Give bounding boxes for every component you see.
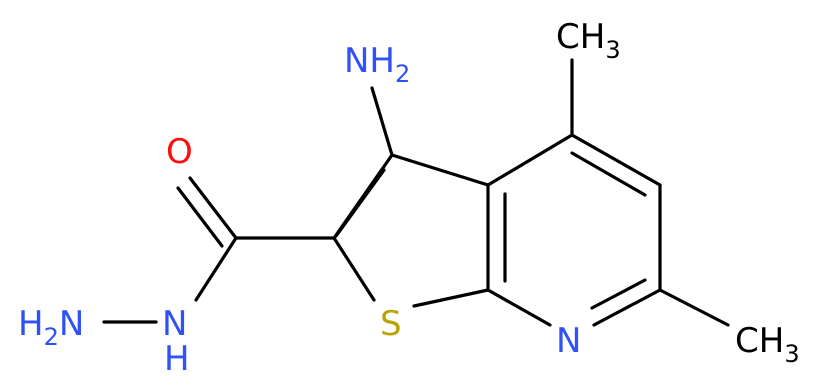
terminal-h2n-label: H2N [18, 304, 84, 351]
bond-c3-c3a [390, 153, 490, 187]
methyl-right-ch: CH [735, 321, 784, 361]
bond-c6-n7 [592, 288, 662, 327]
bond-n7-c7a [486, 288, 552, 327]
methyl-right-label: CH3 [735, 321, 800, 368]
bond-c6-methyl [658, 288, 730, 327]
bond-c6-n7-inner [590, 278, 647, 310]
terminal-h-text: H [18, 304, 44, 344]
amino-subscript: 2 [395, 60, 410, 88]
bond-c3-nh2 [370, 86, 394, 157]
bond-carbonyl-double-a [188, 176, 238, 240]
terminal-subscript: 2 [44, 323, 59, 351]
bond-carbonylc-nh [194, 236, 238, 302]
thiophene-s-label: S [380, 304, 402, 344]
hydrazide-h-label: H [164, 339, 190, 379]
amino-nh-text: NH [344, 41, 395, 81]
bond-group [102, 58, 730, 327]
methyl-top-sub: 3 [605, 36, 620, 64]
bond-c2-s [332, 236, 376, 302]
hydrazide-n-label: N [162, 304, 187, 344]
bond-c4-c5-inner [570, 151, 647, 197]
terminal-n-text: N [59, 304, 84, 344]
bond-carbonyl-double-b [176, 186, 224, 248]
bond-c3a-c4 [486, 133, 574, 187]
amino-nh2-label: NH2 [344, 41, 410, 88]
methyl-top-label: CH3 [556, 17, 621, 64]
bond-c4-c5 [570, 133, 662, 187]
carbonyl-o-label: O [166, 132, 193, 172]
bond-s-c7a [412, 288, 490, 308]
bond-c3-c2-inner [334, 168, 386, 238]
methyl-right-sub: 3 [784, 340, 799, 368]
methyl-top-ch: CH [556, 17, 605, 57]
pyridine-n-label: N [556, 321, 581, 361]
